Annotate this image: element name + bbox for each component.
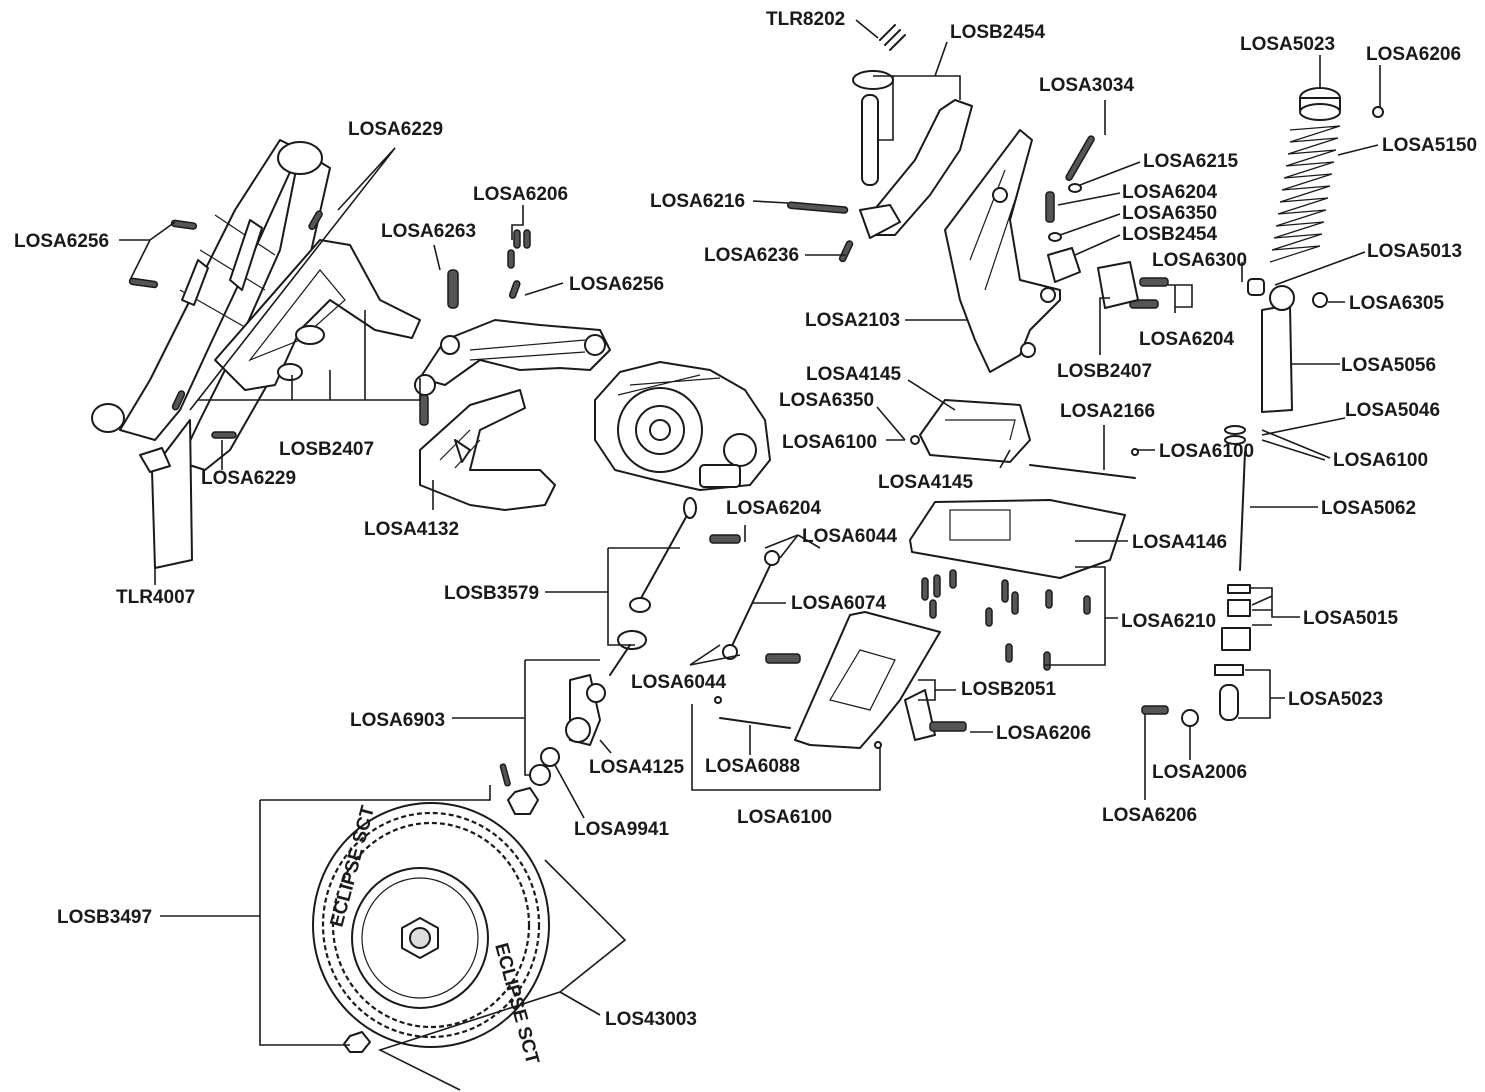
part-labels: TLR8202 LOSB2454 LOSA5023 LOSA6206 LOSA3… xyxy=(14,9,1477,1030)
part-label: LOSA5023 xyxy=(1240,34,1335,55)
part-label: LOSA6215 xyxy=(1143,151,1238,172)
part-label: LOSA6305 xyxy=(1349,293,1444,314)
leader-lines xyxy=(119,19,1381,1091)
wheel-tire: ECLIPSE SCT ECLIPSE SCT xyxy=(312,802,550,1067)
part-label: LOSA6350 xyxy=(779,390,874,411)
part-label: LOSA6236 xyxy=(704,245,799,266)
part-label: LOSA6088 xyxy=(705,756,800,777)
part-label: LOSA6206 xyxy=(996,723,1091,744)
part-label: LOSA6263 xyxy=(381,221,476,242)
part-label: LOSA6206 xyxy=(1102,805,1197,826)
part-label: LOSA6100 xyxy=(1333,450,1428,471)
upper-mount xyxy=(414,319,611,396)
part-label: LOSA6903 xyxy=(350,710,445,731)
part-label: TLR8202 xyxy=(766,9,845,30)
hinge-pin-brace xyxy=(919,399,1031,463)
part-label: LOSA6206 xyxy=(1366,44,1461,65)
wheel-hex xyxy=(507,787,539,815)
part-label: LOSA6229 xyxy=(201,468,296,489)
part-label: LOS43003 xyxy=(605,1009,697,1030)
part-label: LOSA6210 xyxy=(1121,611,1216,632)
part-label: LOSA5150 xyxy=(1382,135,1477,156)
mud-flap xyxy=(139,419,193,569)
part-label: LOSA9941 xyxy=(574,819,669,840)
part-label: LOSA6256 xyxy=(569,274,664,295)
part-label: LOSA5023 xyxy=(1288,689,1383,710)
part-label: LOSA6204 xyxy=(726,498,821,519)
part-label: LOSA2166 xyxy=(1060,401,1155,422)
part-label: LOSA5056 xyxy=(1341,355,1436,376)
part-label: LOSA4146 xyxy=(1132,532,1227,553)
part-label: LOSA6044 xyxy=(631,672,726,693)
part-label: LOSA4145 xyxy=(806,364,901,385)
shock-cap xyxy=(1299,87,1341,121)
part-label: LOSA5013 xyxy=(1367,241,1462,262)
chassis-plate xyxy=(909,499,1126,579)
part-label: LOSA6350 xyxy=(1122,203,1217,224)
rear-tube-frame xyxy=(91,139,331,471)
skid-plate xyxy=(419,389,556,511)
bumper-brace xyxy=(214,239,421,391)
part-label: LOSA5015 xyxy=(1303,608,1398,629)
wheel-nut xyxy=(343,1031,371,1053)
part-label: LOSA6300 xyxy=(1152,250,1247,271)
part-label: LOSA6204 xyxy=(1122,182,1217,203)
gearbox xyxy=(594,361,771,491)
shock-body xyxy=(1261,285,1295,413)
hinge-pins xyxy=(714,24,1384,749)
part-label: LOSA6100 xyxy=(782,432,877,453)
part-label: LOSB3579 xyxy=(444,583,539,604)
part-label: LOSA5046 xyxy=(1345,400,1440,421)
part-label: LOSA6216 xyxy=(650,191,745,212)
wing-mount xyxy=(852,70,973,239)
part-label: LOSB2407 xyxy=(1057,361,1152,382)
part-label: LOSB2454 xyxy=(1122,224,1217,245)
part-label: LOSA4145 xyxy=(878,472,973,493)
part-label: LOSA6100 xyxy=(737,807,832,828)
shock-shaft xyxy=(1239,451,1246,571)
part-label: LOSA5062 xyxy=(1321,498,1416,519)
screws xyxy=(128,135,1169,787)
part-label: LOSA6100 xyxy=(1159,441,1254,462)
part-label: LOSB2407 xyxy=(279,439,374,460)
part-label: LOSA4125 xyxy=(589,757,684,778)
part-label: LOSA6074 xyxy=(791,593,886,614)
part-label: LOSA3034 xyxy=(1039,75,1134,96)
part-label: LOSA2006 xyxy=(1152,762,1247,783)
shock-spring xyxy=(1269,125,1341,263)
hub-carrier xyxy=(529,674,606,786)
plate-screws xyxy=(921,569,1091,671)
turnbuckle xyxy=(722,550,780,660)
part-label: LOSA6044 xyxy=(802,526,897,547)
lower-arm xyxy=(794,611,941,749)
part-label: LOSA6256 xyxy=(14,231,109,252)
part-label: LOSA6206 xyxy=(473,184,568,205)
part-label: LOSB2454 xyxy=(950,22,1045,43)
arm-mount xyxy=(904,689,936,741)
part-label: LOSA6229 xyxy=(348,119,443,140)
driveshaft xyxy=(609,497,697,676)
part-label: LOSA6204 xyxy=(1139,329,1234,350)
shock-lower-parts xyxy=(1214,584,1251,721)
part-label: LOSA2103 xyxy=(805,310,900,331)
part-label: TLR4007 xyxy=(116,587,195,608)
shock-tower xyxy=(944,129,1061,373)
part-label: LOSB3497 xyxy=(57,907,152,928)
part-label: LOSA4132 xyxy=(364,519,459,540)
part-label: LOSB2051 xyxy=(961,679,1056,700)
